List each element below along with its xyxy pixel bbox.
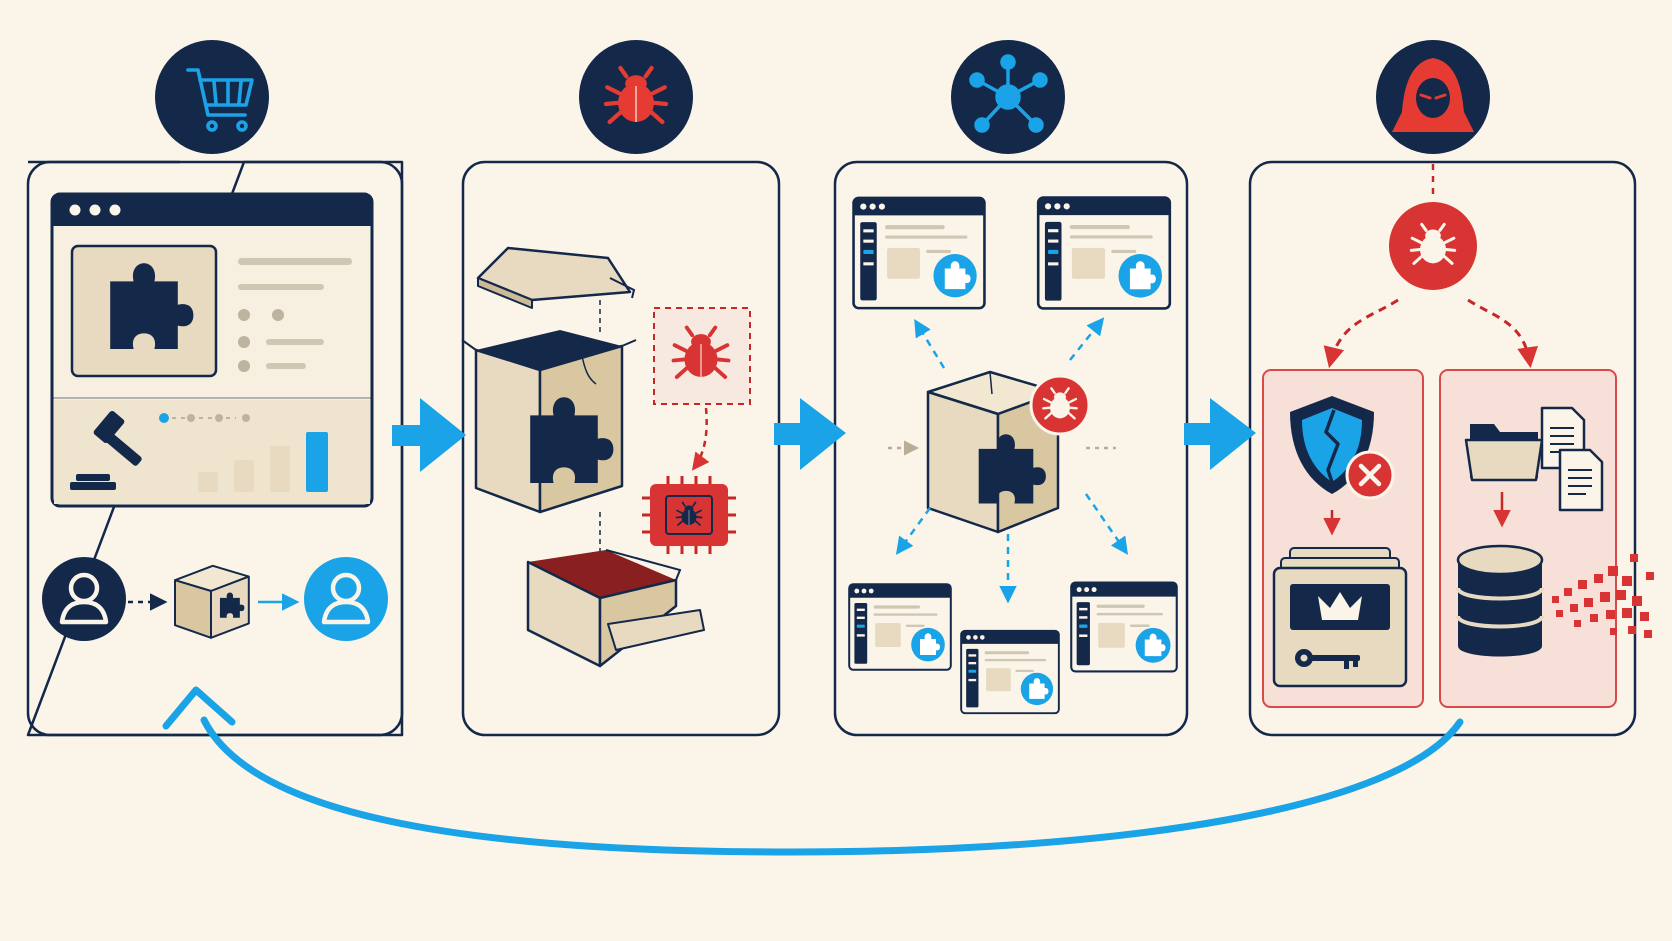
infected-chip-icon — [642, 476, 736, 554]
data-leak-particles — [1552, 554, 1654, 638]
document-icon — [1558, 448, 1604, 512]
affected-browser-window — [960, 629, 1060, 715]
listing-text-line — [238, 284, 324, 290]
stage-arrow-1 — [392, 398, 466, 472]
developer-to-user-flow — [42, 557, 388, 641]
hooded-hacker-icon — [1392, 58, 1474, 132]
progress-dots — [159, 413, 250, 423]
affected-browser-window — [848, 582, 952, 672]
error-x-icon — [1345, 450, 1395, 500]
open-box-with-extension — [461, 330, 637, 514]
growth-bar — [306, 432, 328, 492]
admin-access-card — [1272, 547, 1408, 688]
end-user-icon — [304, 557, 388, 641]
folder-icon — [1464, 424, 1544, 482]
shopping-cart-icon — [186, 68, 254, 132]
marketplace-browser-window — [50, 192, 374, 508]
growth-bar-chart — [198, 432, 328, 492]
listing-text-line — [266, 363, 306, 369]
affected-browser-window — [1070, 581, 1178, 673]
developer-user-icon — [42, 557, 126, 641]
growth-bar — [270, 446, 290, 492]
listing-text-line — [266, 339, 324, 345]
panel-frame-compromise — [461, 160, 781, 737]
box-lid-top — [476, 246, 636, 309]
stage-badge-distribution — [951, 40, 1065, 154]
gavel-icon — [70, 410, 142, 490]
panel-frame-distribution — [833, 160, 1189, 737]
feedback-loop-arrowhead — [162, 686, 236, 730]
affected-browser-window — [1036, 196, 1172, 310]
distribution-arrows — [895, 317, 1128, 604]
stage-badge-attack — [1376, 40, 1490, 154]
growth-bar — [198, 472, 218, 492]
database-icon — [1456, 544, 1544, 657]
extension-package-box — [175, 566, 249, 638]
compromised-package — [926, 370, 1091, 534]
attack-branch-left — [1323, 298, 1399, 369]
growth-bar — [234, 460, 254, 492]
admin-crown-icon — [1318, 592, 1362, 620]
malware-badge — [1029, 374, 1091, 436]
network-hub-icon — [969, 54, 1048, 133]
stage-arrow-3 — [1184, 398, 1256, 470]
impact-privilege-escalation — [1262, 369, 1424, 708]
window-dot — [69, 204, 81, 216]
feedback-loop-arrow — [200, 716, 1464, 856]
window-dot — [109, 204, 121, 216]
attack-branch-right — [1467, 298, 1539, 369]
panel-frame-attack — [1248, 160, 1637, 737]
stage-badge-compromise — [579, 40, 693, 154]
stage-badge-marketplace — [155, 40, 269, 154]
window-dot — [89, 204, 101, 216]
listing-text-line — [238, 258, 352, 265]
affected-browser-window — [852, 196, 986, 310]
impact-data-exfiltration — [1439, 369, 1654, 708]
box-bottom-tray — [526, 549, 705, 668]
payload-bug-badge — [1389, 202, 1477, 290]
stage-arrow-2 — [774, 398, 846, 470]
malicious-code-injection — [642, 307, 751, 554]
